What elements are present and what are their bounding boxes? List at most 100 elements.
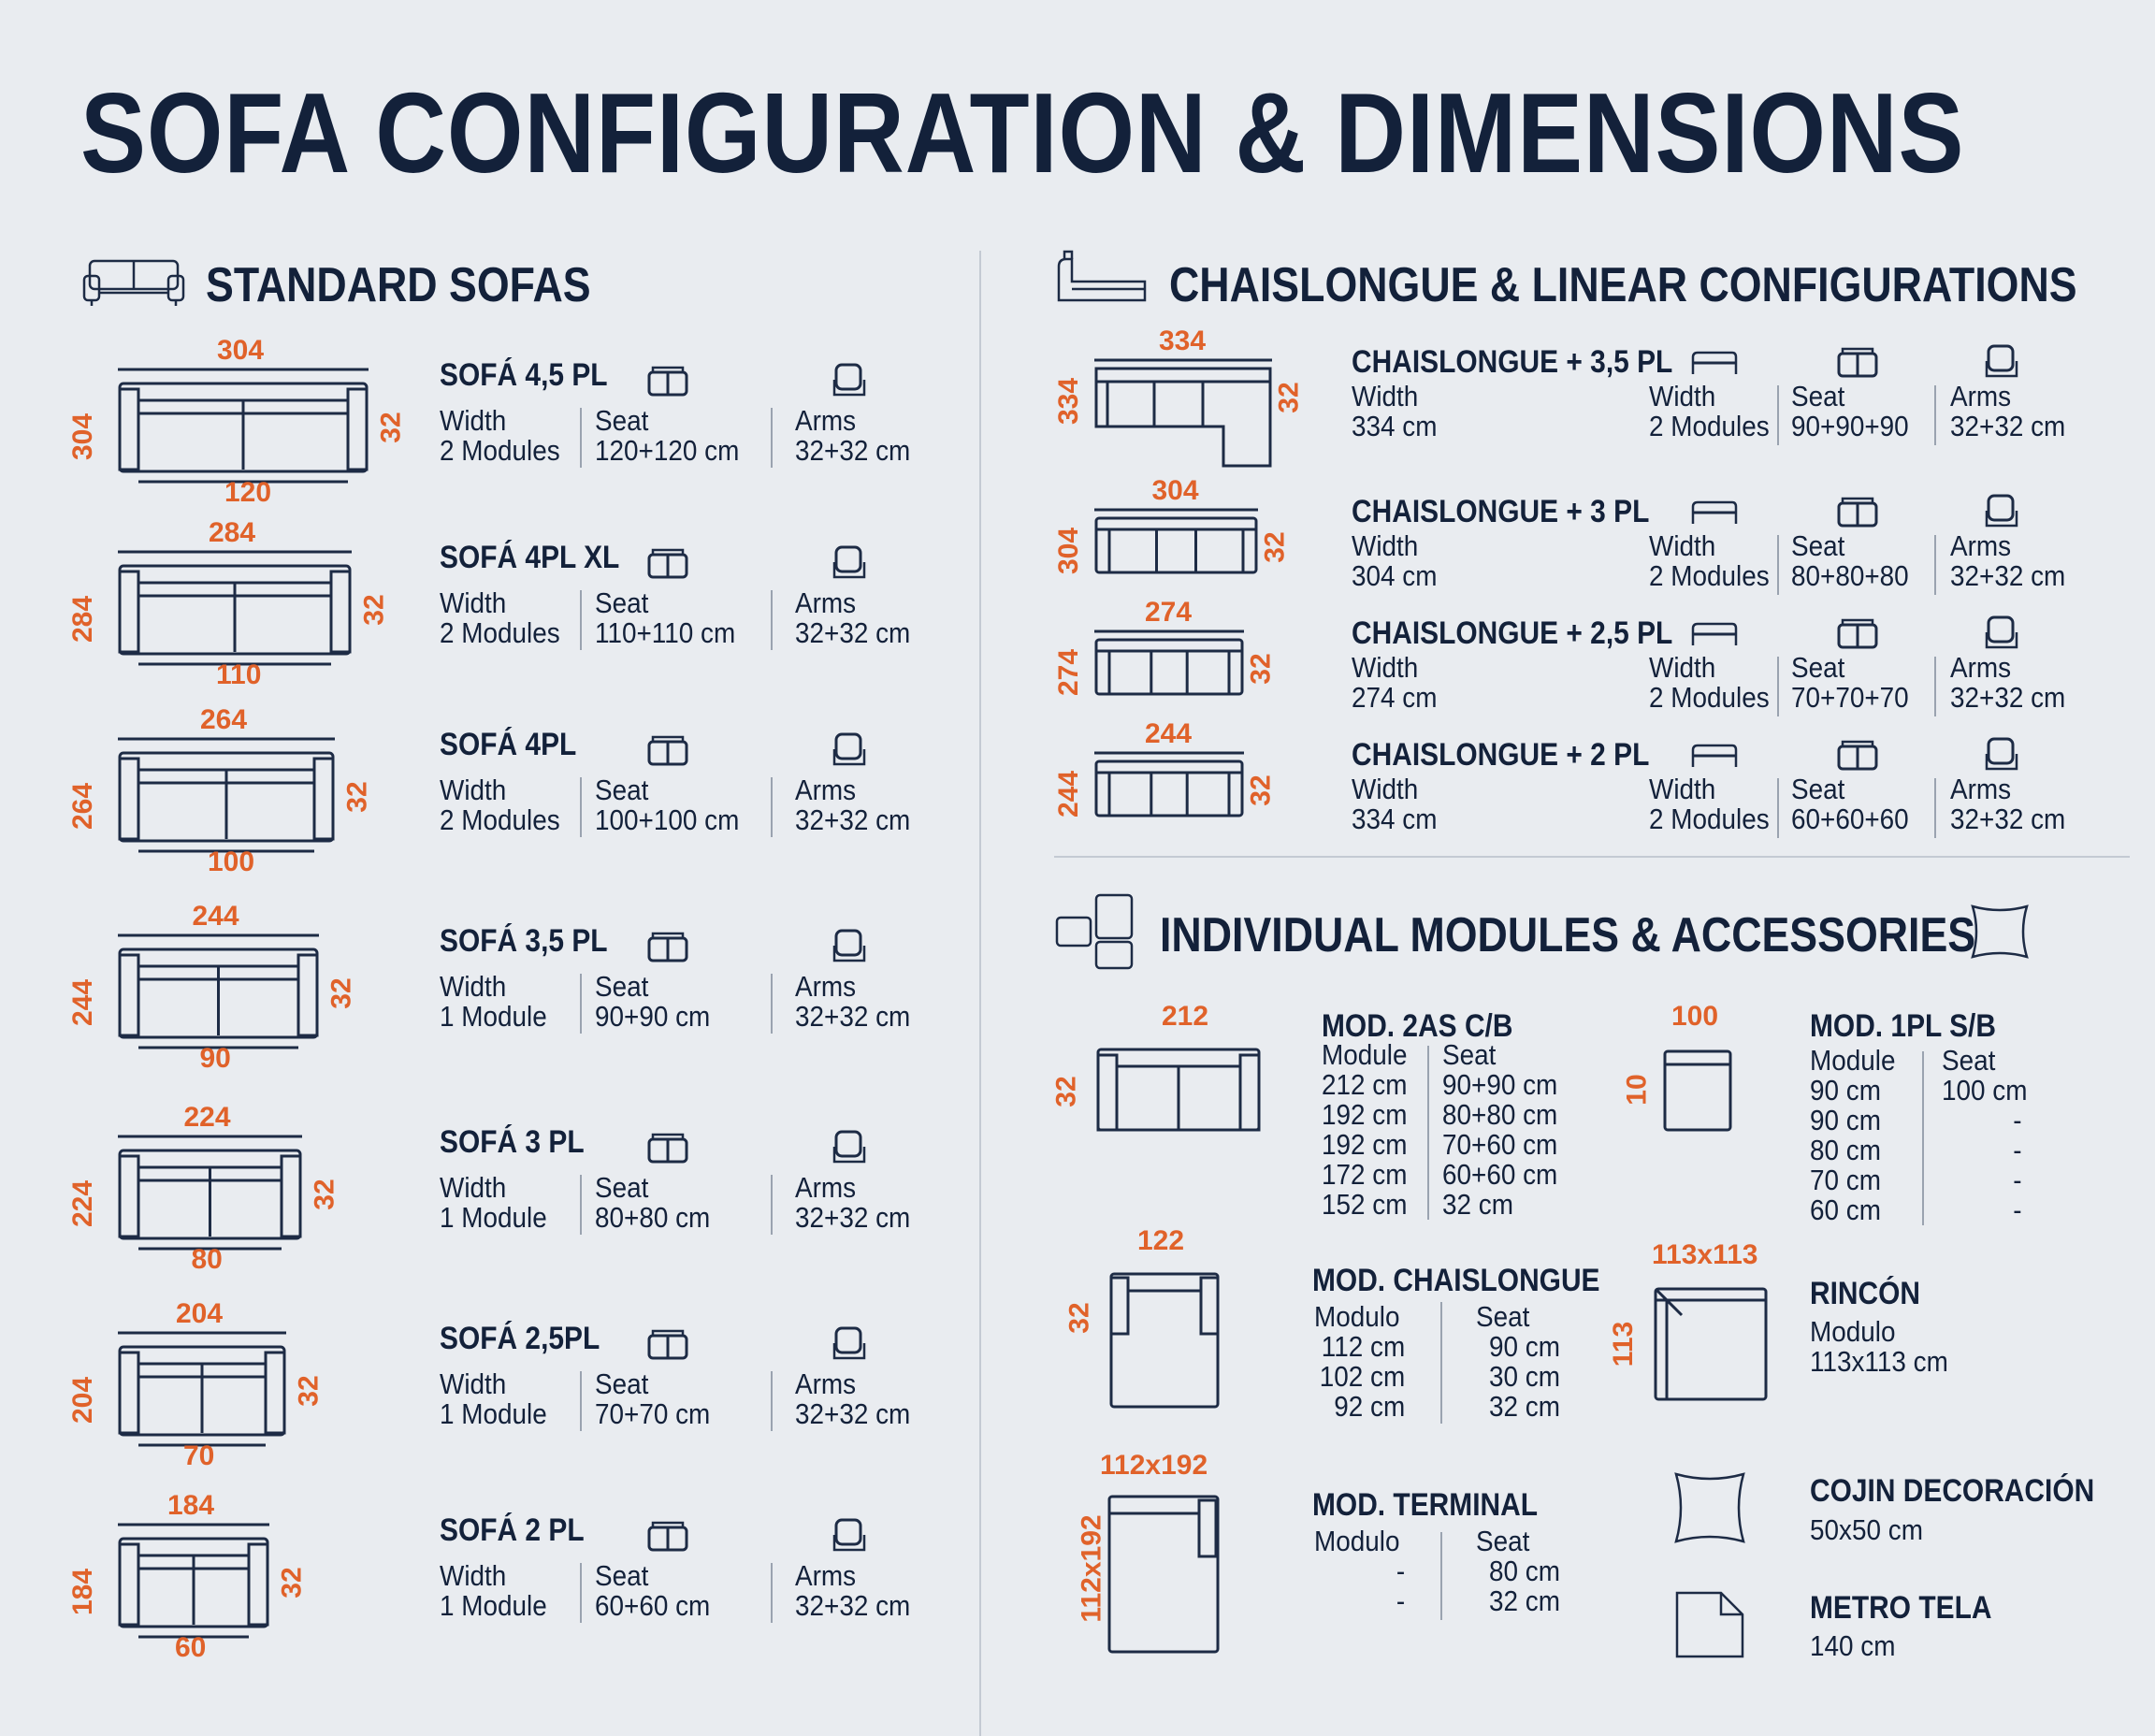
seat-label: Seat — [595, 586, 649, 619]
sofa-name: SOFÁ 4,5 PL — [440, 357, 608, 393]
column-separator — [771, 590, 773, 650]
corner-line — [1654, 1287, 1684, 1317]
dim-left: 244 — [67, 978, 99, 1027]
chaise-icon — [1057, 250, 1147, 302]
dim-left: 304 — [67, 412, 99, 461]
arm-right — [247, 1542, 269, 1627]
rincon-diagram — [1654, 1287, 1768, 1401]
column-separator — [1777, 385, 1779, 445]
seat-value: 60+60+60 — [1791, 803, 1909, 835]
dim-left: 334 — [1053, 377, 1085, 426]
dim-right: 32 — [276, 1567, 308, 1599]
section-title-standard: STANDARD SOFAS — [206, 258, 591, 312]
column-separator — [1934, 778, 1936, 838]
dim-left: 304 — [1053, 527, 1085, 575]
module-icon — [647, 1133, 688, 1164]
width-label: Width — [440, 970, 507, 1003]
column-separator — [1934, 385, 1936, 445]
width-label: Width — [440, 774, 507, 806]
column-separator — [580, 974, 582, 1034]
dim-left: 274 — [1053, 648, 1085, 697]
chaise-small-icon — [1691, 500, 1738, 524]
dim-right: 32 — [375, 412, 407, 443]
arm-right — [1197, 1498, 1218, 1558]
column-separator — [771, 1175, 773, 1235]
chaise-small-icon — [1691, 351, 1738, 374]
width-label: Width — [1649, 773, 1716, 805]
width-value: 334 cm — [1352, 803, 1438, 835]
dim-top: 274 — [1145, 597, 1193, 628]
seat-label: Seat — [595, 404, 649, 437]
dim-bottom: 70 — [183, 1440, 215, 1471]
dim-line-bottom — [138, 1046, 298, 1049]
chaislongue-name: CHAISLONGUE + 2 PL — [1352, 737, 1650, 773]
dim-right: 32 — [309, 1179, 340, 1210]
section-title-chaislongue: CHAISLONGUE & LINEAR CONFIGURATIONS — [1169, 258, 2077, 312]
modules-icon — [1055, 893, 1134, 970]
arm-left — [118, 1542, 140, 1627]
terminal-seat-col-label: Seat — [1476, 1525, 1530, 1557]
section-title-modules: INDIVIDUAL MODULES & ACCESSORIES — [1160, 908, 1976, 962]
mod2as-module-col-value: 192 cm — [1322, 1098, 1408, 1131]
arm-right — [264, 1351, 286, 1435]
column-separator — [1934, 535, 1936, 595]
chaislongue-diagram — [1094, 760, 1244, 817]
column-separator — [1922, 1051, 1924, 1225]
module-icon — [1837, 347, 1878, 378]
arm-right — [329, 570, 352, 654]
dim-line-top — [118, 933, 319, 937]
mod2as-seat-col-value: 80+80 cm — [1442, 1098, 1558, 1131]
chaislongue-name: CHAISLONGUE + 2,5 PL — [1352, 615, 1673, 651]
arms-label: Arms — [1950, 380, 2012, 412]
module-name: MOD. 1PL S/B — [1810, 1008, 1996, 1044]
dim-line-top — [118, 1523, 269, 1526]
dim-top: 113x113 — [1652, 1239, 1758, 1270]
dim-top: 284 — [209, 517, 256, 548]
column-separator — [771, 974, 773, 1034]
accessory-value: 50x50 cm — [1810, 1513, 1923, 1546]
dim-bottom: 60 — [175, 1632, 207, 1663]
chaise-small-icon — [1691, 744, 1738, 767]
column-separator — [771, 1563, 773, 1623]
chaislongue-name: CHAISLONGUE + 3 PL — [1352, 494, 1650, 529]
mod2as-seat-col-value: 90+90 cm — [1442, 1068, 1558, 1101]
sofa-icon — [82, 259, 185, 306]
dim-right: 32 — [1259, 531, 1291, 563]
column-separator — [1777, 535, 1779, 595]
column-separator — [1440, 1532, 1442, 1620]
dim-top: 122 — [1137, 1225, 1185, 1256]
modchais-module-col-value: 92 cm — [1334, 1390, 1406, 1423]
modules-value: 2 Modules — [440, 434, 560, 467]
modchais-seat-col-label: Seat — [1476, 1300, 1530, 1333]
dim-bottom: 110 — [216, 659, 262, 690]
mod1pl-seat-col-value: - — [2013, 1194, 2022, 1226]
modules-value: 1 Module — [440, 1201, 547, 1234]
dim-top: 184 — [167, 1490, 215, 1521]
sofa-name: SOFÁ 4PL XL — [440, 540, 620, 575]
seat-label: Seat — [595, 1559, 649, 1592]
width-label: Width — [440, 404, 507, 437]
arm-right — [312, 757, 335, 841]
dim-top: 304 — [217, 335, 265, 366]
arms-label: Arms — [1950, 529, 2012, 562]
dim-left: 184 — [67, 1568, 99, 1616]
dim-left: 224 — [67, 1179, 99, 1228]
seat-label: Seat — [595, 970, 649, 1003]
modules-value: 1 Module — [440, 1589, 547, 1622]
modules-value: 2 Modules — [440, 803, 560, 836]
seat-value: 60+60 cm — [595, 1589, 711, 1622]
column-separator — [580, 1371, 582, 1431]
mod2as-diagram — [1096, 1048, 1261, 1132]
arm-right — [1199, 1276, 1220, 1336]
sofa-name: SOFÁ 3,5 PL — [440, 923, 608, 959]
column-separator — [580, 1563, 582, 1623]
arms-label: Arms — [1950, 651, 2012, 684]
mod1pl-module-col-value: 90 cm — [1810, 1074, 1881, 1107]
seat-value: 110+110 cm — [595, 616, 736, 649]
arm-icon — [1985, 615, 2018, 649]
dim-bottom: 80 — [191, 1244, 223, 1275]
dim-bottom: 100 — [208, 846, 255, 877]
